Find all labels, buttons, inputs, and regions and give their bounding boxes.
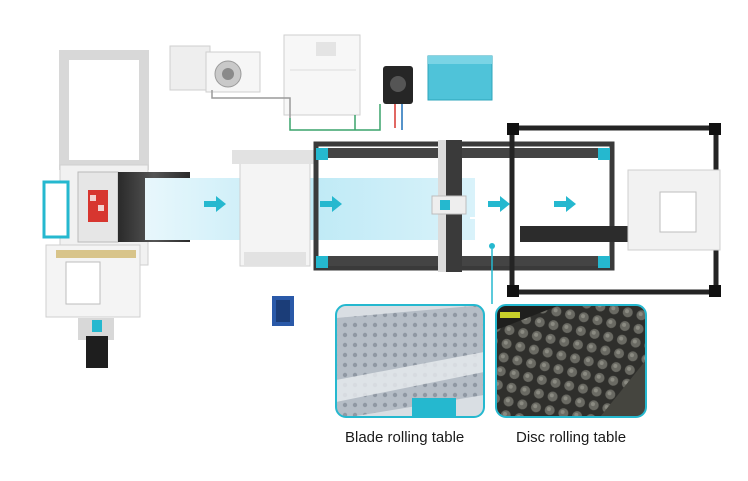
blade-rolling-table-photo bbox=[335, 304, 485, 418]
arrow-right-icon bbox=[488, 196, 510, 212]
arrow-right-icon bbox=[554, 196, 576, 212]
disc-rolling-table-photo bbox=[495, 304, 647, 418]
blade-rolling-table-caption: Blade rolling table bbox=[345, 429, 465, 446]
leveler bbox=[232, 150, 318, 267]
arrow-right-icon bbox=[204, 196, 226, 212]
disc-rolling-table-caption: Disc rolling table bbox=[516, 429, 627, 446]
callout-line bbox=[489, 243, 495, 304]
chiller bbox=[383, 66, 413, 104]
electrical-cabinet bbox=[283, 34, 361, 116]
laser-source bbox=[427, 55, 493, 101]
uncoiler bbox=[42, 50, 190, 368]
servo-motor bbox=[272, 296, 294, 326]
unloading-gantry bbox=[507, 123, 721, 297]
dust-collector-fan bbox=[169, 45, 261, 93]
connection-cables bbox=[211, 90, 403, 131]
cutting-bed bbox=[313, 140, 615, 272]
flow-arrows bbox=[204, 196, 576, 212]
arrow-right-icon bbox=[320, 196, 342, 212]
